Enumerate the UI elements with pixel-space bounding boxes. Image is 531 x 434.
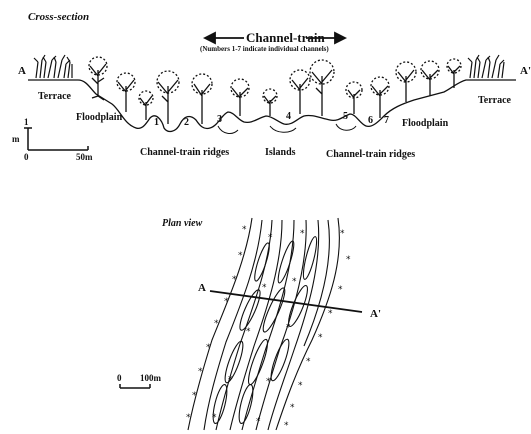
- svg-text:*: *: [290, 403, 295, 413]
- tree: [421, 61, 439, 96]
- scale-vertical-value: 1: [24, 118, 29, 127]
- svg-text:*: *: [262, 283, 267, 293]
- tree: [192, 74, 212, 124]
- tree: [290, 70, 310, 114]
- svg-text:*: *: [340, 229, 345, 239]
- plan-section-end: A': [370, 309, 381, 320]
- tree: [89, 57, 107, 100]
- terrace-right-label: Terrace: [478, 96, 511, 106]
- terrace-shrub-right: [468, 55, 504, 78]
- svg-text:*: *: [318, 333, 323, 343]
- plan-view-river: [188, 218, 339, 430]
- channel-number: 7: [384, 116, 389, 126]
- svg-text:*: *: [232, 275, 237, 285]
- cross-section-heading: Cross-section: [28, 12, 89, 23]
- channel-train-note: (Numbers 1-7 indicate individual channel…: [200, 46, 329, 53]
- svg-text:*: *: [192, 391, 197, 401]
- channel-number: 1: [154, 118, 159, 128]
- svg-text:*: *: [246, 327, 251, 337]
- cross-section-scale-bar: [24, 128, 88, 150]
- svg-text:*: *: [228, 375, 233, 385]
- svg-text:*: *: [328, 309, 333, 319]
- svg-text:*: *: [206, 343, 211, 353]
- tree: [396, 62, 416, 102]
- plan-view-scale-bar: [120, 384, 150, 388]
- svg-text:*: *: [298, 381, 303, 391]
- scale-origin: 0: [24, 153, 29, 162]
- scale-vertical-unit: m: [12, 135, 20, 144]
- svg-text:*: *: [212, 413, 217, 423]
- channel-number: 5: [343, 112, 348, 122]
- floodplain-right-label: Floodplain: [402, 119, 448, 129]
- vegetation-markers: * * * * * * * * * * * * * * * * * * * * * * * * * * * *: [186, 225, 351, 431]
- channel-train-label: Channel-train: [246, 31, 325, 44]
- tree: [157, 71, 179, 124]
- channel-number: 2: [184, 118, 189, 128]
- svg-text:*: *: [186, 413, 191, 423]
- svg-text:*: *: [346, 255, 351, 265]
- terrace-shrub-left: [34, 55, 72, 78]
- svg-text:*: *: [266, 377, 271, 387]
- svg-text:*: *: [224, 297, 229, 307]
- svg-text:*: *: [286, 323, 291, 333]
- scale-horizontal-value: 50m: [76, 153, 93, 162]
- svg-text:*: *: [292, 277, 297, 287]
- channel-number: 6: [368, 116, 373, 126]
- plan-section-start: A: [198, 283, 206, 294]
- plan-view-heading: Plan view: [162, 219, 202, 229]
- ridges-right-label: Channel-train ridges: [326, 150, 415, 160]
- svg-text:*: *: [214, 319, 219, 329]
- terrace-left-label: Terrace: [38, 92, 71, 102]
- svg-text:*: *: [198, 367, 203, 377]
- tree: [231, 79, 249, 116]
- svg-text:*: *: [306, 357, 311, 367]
- svg-text:*: *: [300, 229, 305, 239]
- svg-text:*: *: [238, 251, 243, 261]
- plan-scale-origin: 0: [117, 374, 122, 383]
- svg-text:*: *: [338, 285, 343, 295]
- tree: [346, 82, 362, 114]
- channel-number: 4: [286, 112, 291, 122]
- channel-number: 3: [217, 115, 222, 125]
- tree: [139, 91, 153, 120]
- ridges-left-label: Channel-train ridges: [140, 148, 229, 158]
- tree: [117, 73, 135, 112]
- section-end-left: A: [18, 66, 26, 77]
- tree: [371, 77, 389, 118]
- tree: [310, 60, 334, 116]
- floodplain-left-label: Floodplain: [76, 113, 122, 123]
- svg-text:*: *: [268, 233, 273, 243]
- section-end-right: A': [520, 66, 531, 77]
- svg-text:*: *: [284, 421, 289, 431]
- tree: [263, 89, 277, 116]
- plan-scale-distance: 100m: [140, 374, 161, 383]
- islands-label: Islands: [265, 148, 296, 158]
- svg-text:*: *: [242, 225, 247, 235]
- svg-text:*: *: [256, 417, 261, 427]
